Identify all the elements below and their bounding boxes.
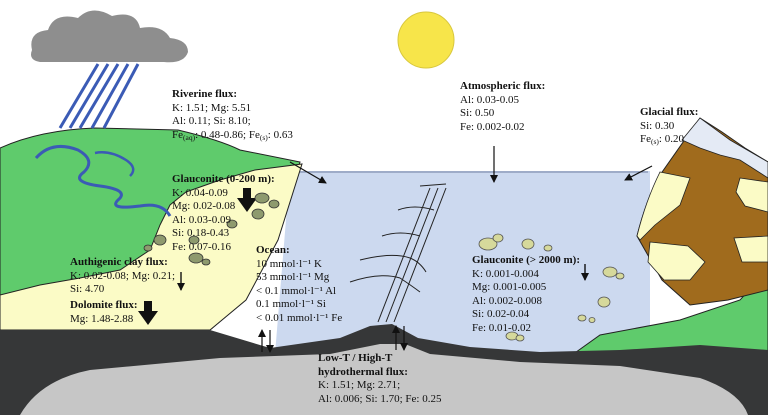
glauconite-deep-k: K: 0.001-0.004 — [472, 267, 539, 280]
glauconite-shelf-k: K: 0.04-0.09 — [172, 186, 228, 199]
glauconite-shelf-sink-arrow — [237, 188, 257, 212]
ridge-fractures — [349, 183, 447, 323]
authigenic-clay-title: Authigenic clay flux: — [70, 256, 168, 268]
hydrothermal-k-mg: K: 1.51; Mg: 2.71; — [318, 379, 401, 391]
hydrothermal-title-1: Low-T / High-T — [318, 352, 393, 364]
authigenic-clay-label: Authigenic clay flux: K: 0.02-0.08; Mg: … — [70, 256, 175, 297]
sun-icon — [397, 11, 455, 69]
riverine-fe: Fe(aq): 0.48-0.86; Fe(s): 0.63 — [172, 128, 293, 142]
glauconite-deep-fe: Fe: 0.01-0.02 — [472, 321, 531, 334]
glauconite-shelf-fe: Fe: 0.07-0.16 — [172, 240, 231, 253]
glauconite-deep-si: Si: 0.02-0.04 — [472, 308, 530, 320]
glauconite-grains-deep — [478, 233, 625, 342]
ocean-label: Ocean: 10 mmol·l⁻¹ K 53 mmol·l⁻¹ Mg < 0.… — [256, 244, 342, 325]
authigenic-k-mg: K: 0.02-0.08; Mg: 0.21; — [70, 269, 176, 282]
riverine-flux-arrow — [289, 161, 327, 184]
glacier-right-low — [733, 235, 768, 263]
dolomite-flux-title: Dolomite flux: — [70, 299, 138, 311]
riverine-flux-label: Riverine flux: K: 1.51; Mg: 5.51 Al: 0.1… — [172, 88, 293, 142]
hydrothermal-flux-label: Low-T / High-T hydrothermal flux: K: 1.5… — [318, 352, 441, 406]
ocean-k: 10 mmol·l⁻¹ K — [256, 257, 322, 270]
riverine-al-si: Al: 0.11; Si: 8.10; — [172, 115, 251, 127]
glauconite-shelf-si: Si: 0.18-0.43 — [172, 227, 230, 239]
hydrothermal-al-si-fe: Al: 0.006; Si: 1.70; Fe: 0.25 — [318, 392, 442, 405]
riverine-flux-title: Riverine flux: — [172, 88, 238, 100]
glauconite-deep-mg: Mg: 0.001-0.005 — [472, 281, 547, 293]
glauconite-grains-shelf — [143, 192, 280, 266]
ocean-mg: 53 mmol·l⁻¹ Mg — [256, 271, 330, 283]
river — [34, 144, 172, 217]
cloud-icon — [31, 10, 188, 63]
glacier-right — [735, 177, 768, 213]
riverine-k-mg: K: 1.51; Mg: 5.51 — [172, 101, 252, 114]
atmospheric-flux-label: Atmospheric flux: Al: 0.03-0.05 Si: 0.50… — [460, 80, 545, 134]
dolomite-flux-label: Dolomite flux: Mg: 1.48-2.88 — [70, 299, 138, 326]
atmospheric-fe: Fe: 0.002-0.02 — [460, 120, 525, 133]
river-tributary — [94, 151, 135, 177]
dolomite-mg: Mg: 1.48-2.88 — [70, 312, 134, 325]
glauconite-shelf-mg: Mg: 0.02-0.08 — [172, 200, 236, 212]
glacial-flux-arrow — [624, 165, 653, 181]
glacial-si: Si: 0.30 — [640, 119, 675, 132]
glauconite-shelf-title: Glauconite (0-200 m): — [172, 173, 275, 185]
glacier-lower — [647, 241, 706, 281]
glacier-left — [636, 171, 691, 241]
authigenic-si: Si: 4.70 — [70, 283, 105, 295]
mantle — [20, 344, 748, 415]
glauconite-shelf-al: Al: 0.03-0.09 — [172, 213, 231, 226]
ocean-fe: < 0.01 mmol·l⁻¹ Fe — [256, 311, 343, 324]
hydrothermal-exchange-arrows — [258, 325, 408, 353]
shelf-sediment — [0, 163, 303, 331]
hydrothermal-title-2: hydrothermal flux: — [318, 365, 408, 378]
glauconite-shelf-label: Glauconite (0-200 m): K: 0.04-0.09 Mg: 0… — [172, 173, 275, 254]
glauconite-deep-title: Glauconite (> 2000 m): — [472, 254, 581, 266]
mountain-snowcap — [681, 117, 768, 179]
glauconite-deep-al: Al: 0.002-0.008 — [472, 294, 542, 307]
atmospheric-flux-title: Atmospheric flux: — [460, 80, 546, 92]
glauconite-deep-label: Glauconite (> 2000 m): K: 0.001-0.004 Mg… — [472, 254, 580, 335]
glacial-flux-title: Glacial flux: — [640, 106, 699, 118]
atmospheric-si: Si: 0.50 — [460, 107, 495, 119]
ocean-si: 0.1 mmol·l⁻¹ Si — [256, 298, 326, 310]
glacial-fe: Fe(s): 0.20 — [640, 133, 684, 146]
ocean-al: < 0.1 mmol·l⁻¹ Al — [256, 284, 337, 297]
ocean-title: Ocean: — [256, 244, 290, 256]
dolomite-sink-arrow — [138, 301, 158, 325]
rain-icon — [58, 63, 140, 129]
glacial-flux-label: Glacial flux: Si: 0.30 Fe(s): 0.20 — [640, 106, 698, 147]
atmospheric-al: Al: 0.03-0.05 — [460, 93, 519, 106]
